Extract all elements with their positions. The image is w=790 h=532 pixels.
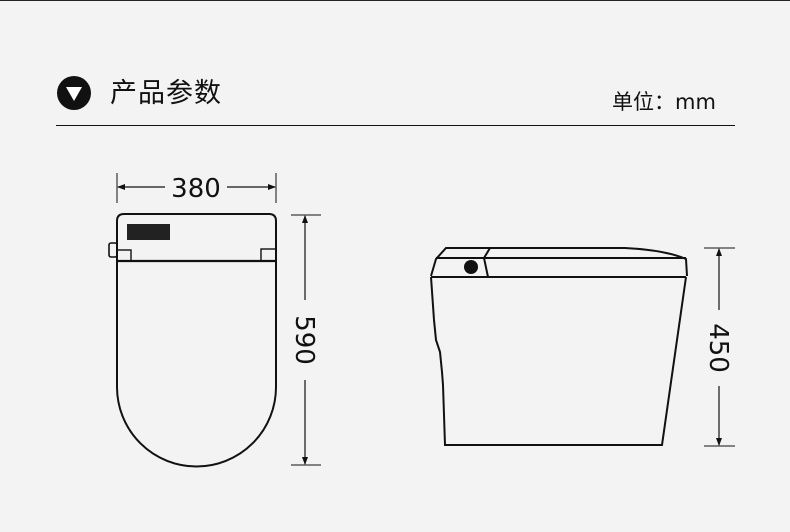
control-knob-icon bbox=[464, 260, 478, 274]
top-border bbox=[0, 0, 790, 1]
header-divider bbox=[56, 125, 735, 126]
page-title: 产品参数 bbox=[110, 78, 222, 109]
top-view bbox=[108, 173, 321, 468]
unit-label: 单位：mm bbox=[612, 90, 716, 114]
side-view bbox=[430, 247, 688, 446]
triangle-down-circle-icon bbox=[57, 76, 91, 110]
width-dimension-label: 380 bbox=[171, 174, 221, 204]
height-dimension-label: 450 bbox=[703, 323, 733, 373]
length-dimension-label: 590 bbox=[289, 315, 319, 365]
